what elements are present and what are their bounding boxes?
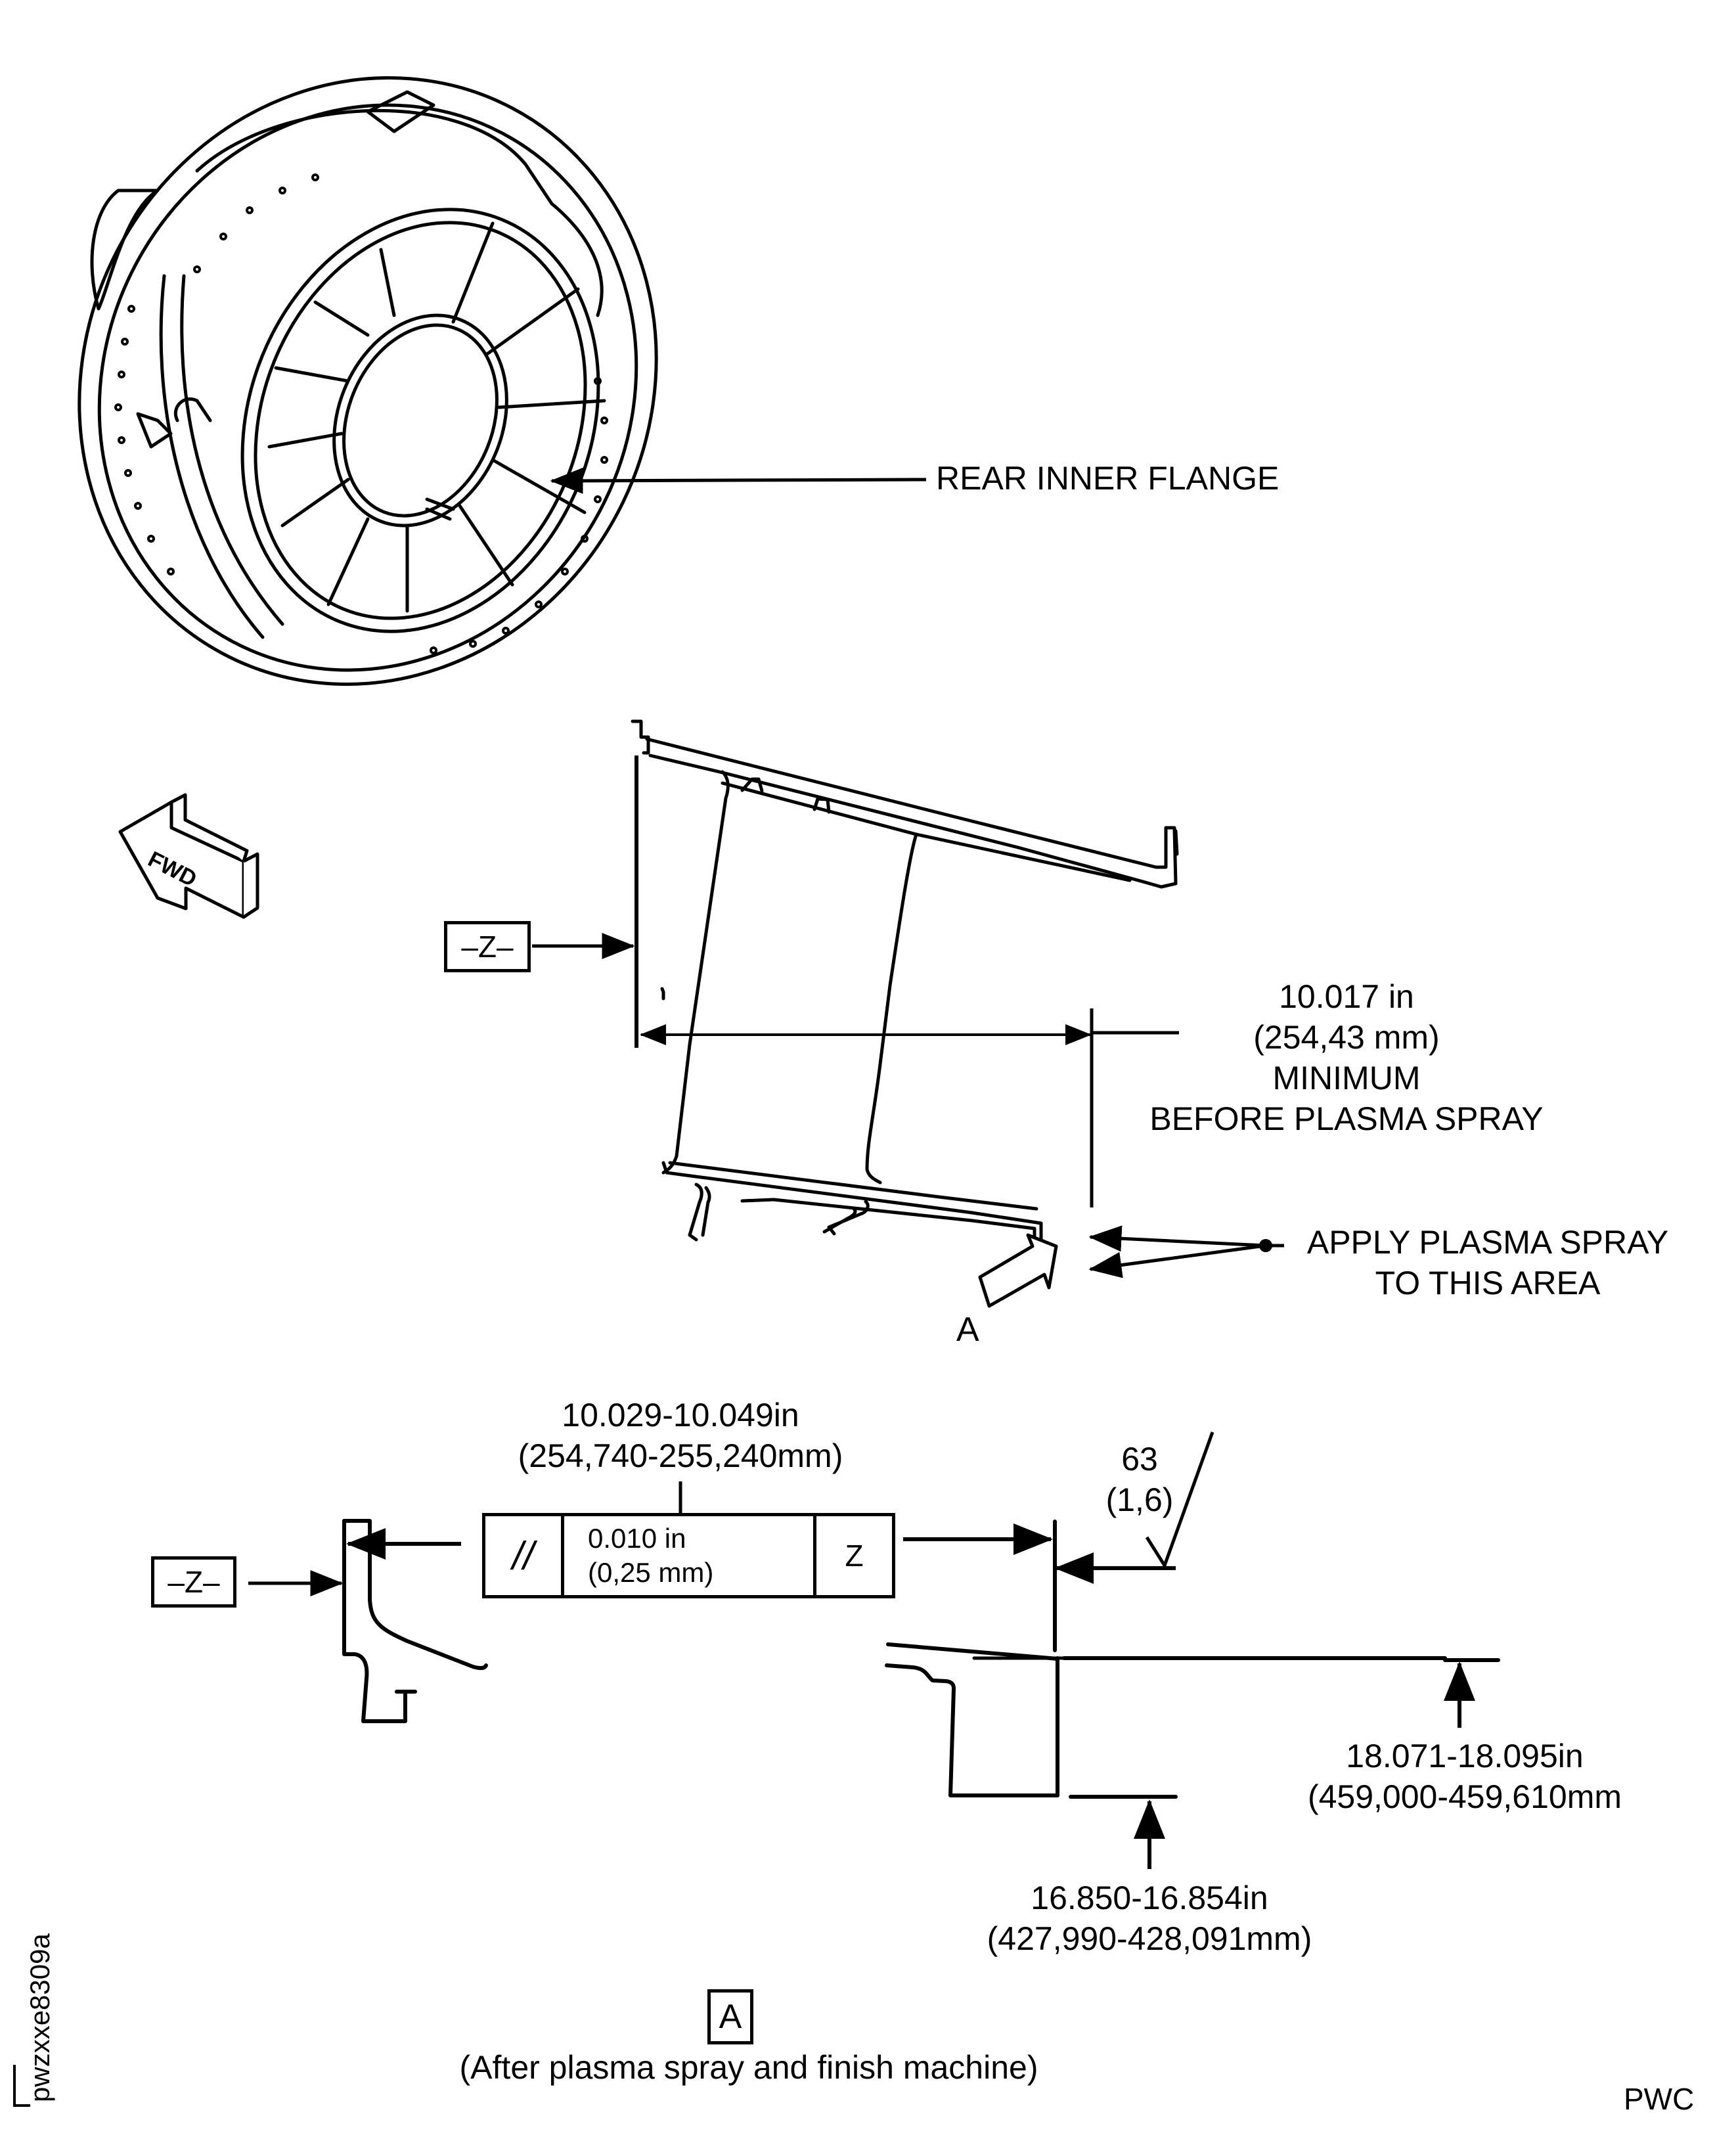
outer-diameter-dimension: 18.071-18.095in (459,000-459,610mm bbox=[1268, 1736, 1662, 1817]
length-in: 10.029-10.049in bbox=[562, 1397, 799, 1433]
plasma-spray-note: APPLY PLASMA SPRAY TO THIS AREA bbox=[1284, 1222, 1691, 1303]
tolerance-value: 0.010 in (0,25 mm) bbox=[564, 1516, 816, 1595]
view-a-title-box: A bbox=[707, 1989, 753, 2044]
roughness-value: 63 bbox=[1121, 1441, 1158, 1477]
spray-arrow-bottom bbox=[1088, 1244, 1266, 1278]
parallelism-icon: // bbox=[485, 1516, 564, 1595]
inner-diameter-dimension: 16.850-16.854in (427,990-428,091mm) bbox=[939, 1878, 1360, 1959]
view-a-arrow-icon bbox=[978, 1233, 1058, 1308]
view-a-right-profile bbox=[885, 1520, 1500, 1799]
rear-inner-flange-label: REAR INNER FLANGE bbox=[936, 460, 1280, 497]
datum-z-box: –Z– bbox=[444, 921, 531, 972]
roughness-metric: (1,6) bbox=[1105, 1481, 1174, 1518]
datum-z-box-view-a: –Z– bbox=[151, 1556, 236, 1608]
rear-inner-flange-leader bbox=[550, 467, 927, 494]
outer-diameter-in: 18.071-18.095in bbox=[1346, 1738, 1584, 1774]
datum-z-letter-view-a: Z bbox=[184, 1565, 204, 1599]
case-isometric-illustration bbox=[78, 76, 658, 686]
before-spray-condition: BEFORE PLASMA SPRAY bbox=[1149, 1100, 1544, 1137]
outer-diameter-mm: (459,000-459,610mm bbox=[1307, 1778, 1622, 1815]
tolerance-mm: (0,25 mm) bbox=[588, 1557, 714, 1588]
view-a-caption: (After plasma spray and finish machine) bbox=[459, 2049, 1038, 2086]
fwd-arrow-icon bbox=[118, 793, 259, 919]
spray-note-line2: TO THIS AREA bbox=[1375, 1265, 1601, 1301]
spray-arrow-top bbox=[1088, 1225, 1266, 1252]
feature-control-frame: // 0.010 in (0,25 mm) Z bbox=[482, 1513, 895, 1598]
view-a-left-profile bbox=[342, 1519, 488, 1723]
source-mark: PWC bbox=[1624, 2082, 1695, 2116]
datum-z-letter: Z bbox=[478, 930, 497, 964]
before-spray-mm: (254,43 mm) bbox=[1253, 1019, 1440, 1056]
tolerance-datum: Z bbox=[845, 1539, 864, 1573]
inner-diameter-in: 16.850-16.854in bbox=[1031, 1880, 1268, 1916]
before-spray-in: 10.017 in bbox=[1279, 978, 1414, 1015]
view-a-length-dimension: 10.029-10.049in (254,740-255,240mm) bbox=[483, 1395, 878, 1476]
figure-id: pwzxxe8309a bbox=[24, 1933, 55, 2102]
before-spray-dimension: 10.017 in (254,43 mm) MINIMUM BEFORE PLA… bbox=[1117, 976, 1576, 1139]
before-spray-qualifier: MINIMUM bbox=[1272, 1060, 1421, 1096]
view-a-marker: A bbox=[956, 1311, 979, 1349]
surface-roughness-label: 63 (1,6) bbox=[1090, 1439, 1189, 1520]
inner-diameter-mm: (427,990-428,091mm) bbox=[987, 1920, 1312, 1957]
length-mm: (254,740-255,240mm) bbox=[518, 1437, 843, 1474]
figure-id-bracket bbox=[13, 2065, 30, 2107]
case-cross-section bbox=[631, 719, 1179, 1253]
tolerance-in: 0.010 in bbox=[588, 1523, 686, 1554]
surface-roughness-icon bbox=[1145, 1431, 1214, 1569]
spray-note-line1: APPLY PLASMA SPRAY bbox=[1306, 1224, 1669, 1261]
